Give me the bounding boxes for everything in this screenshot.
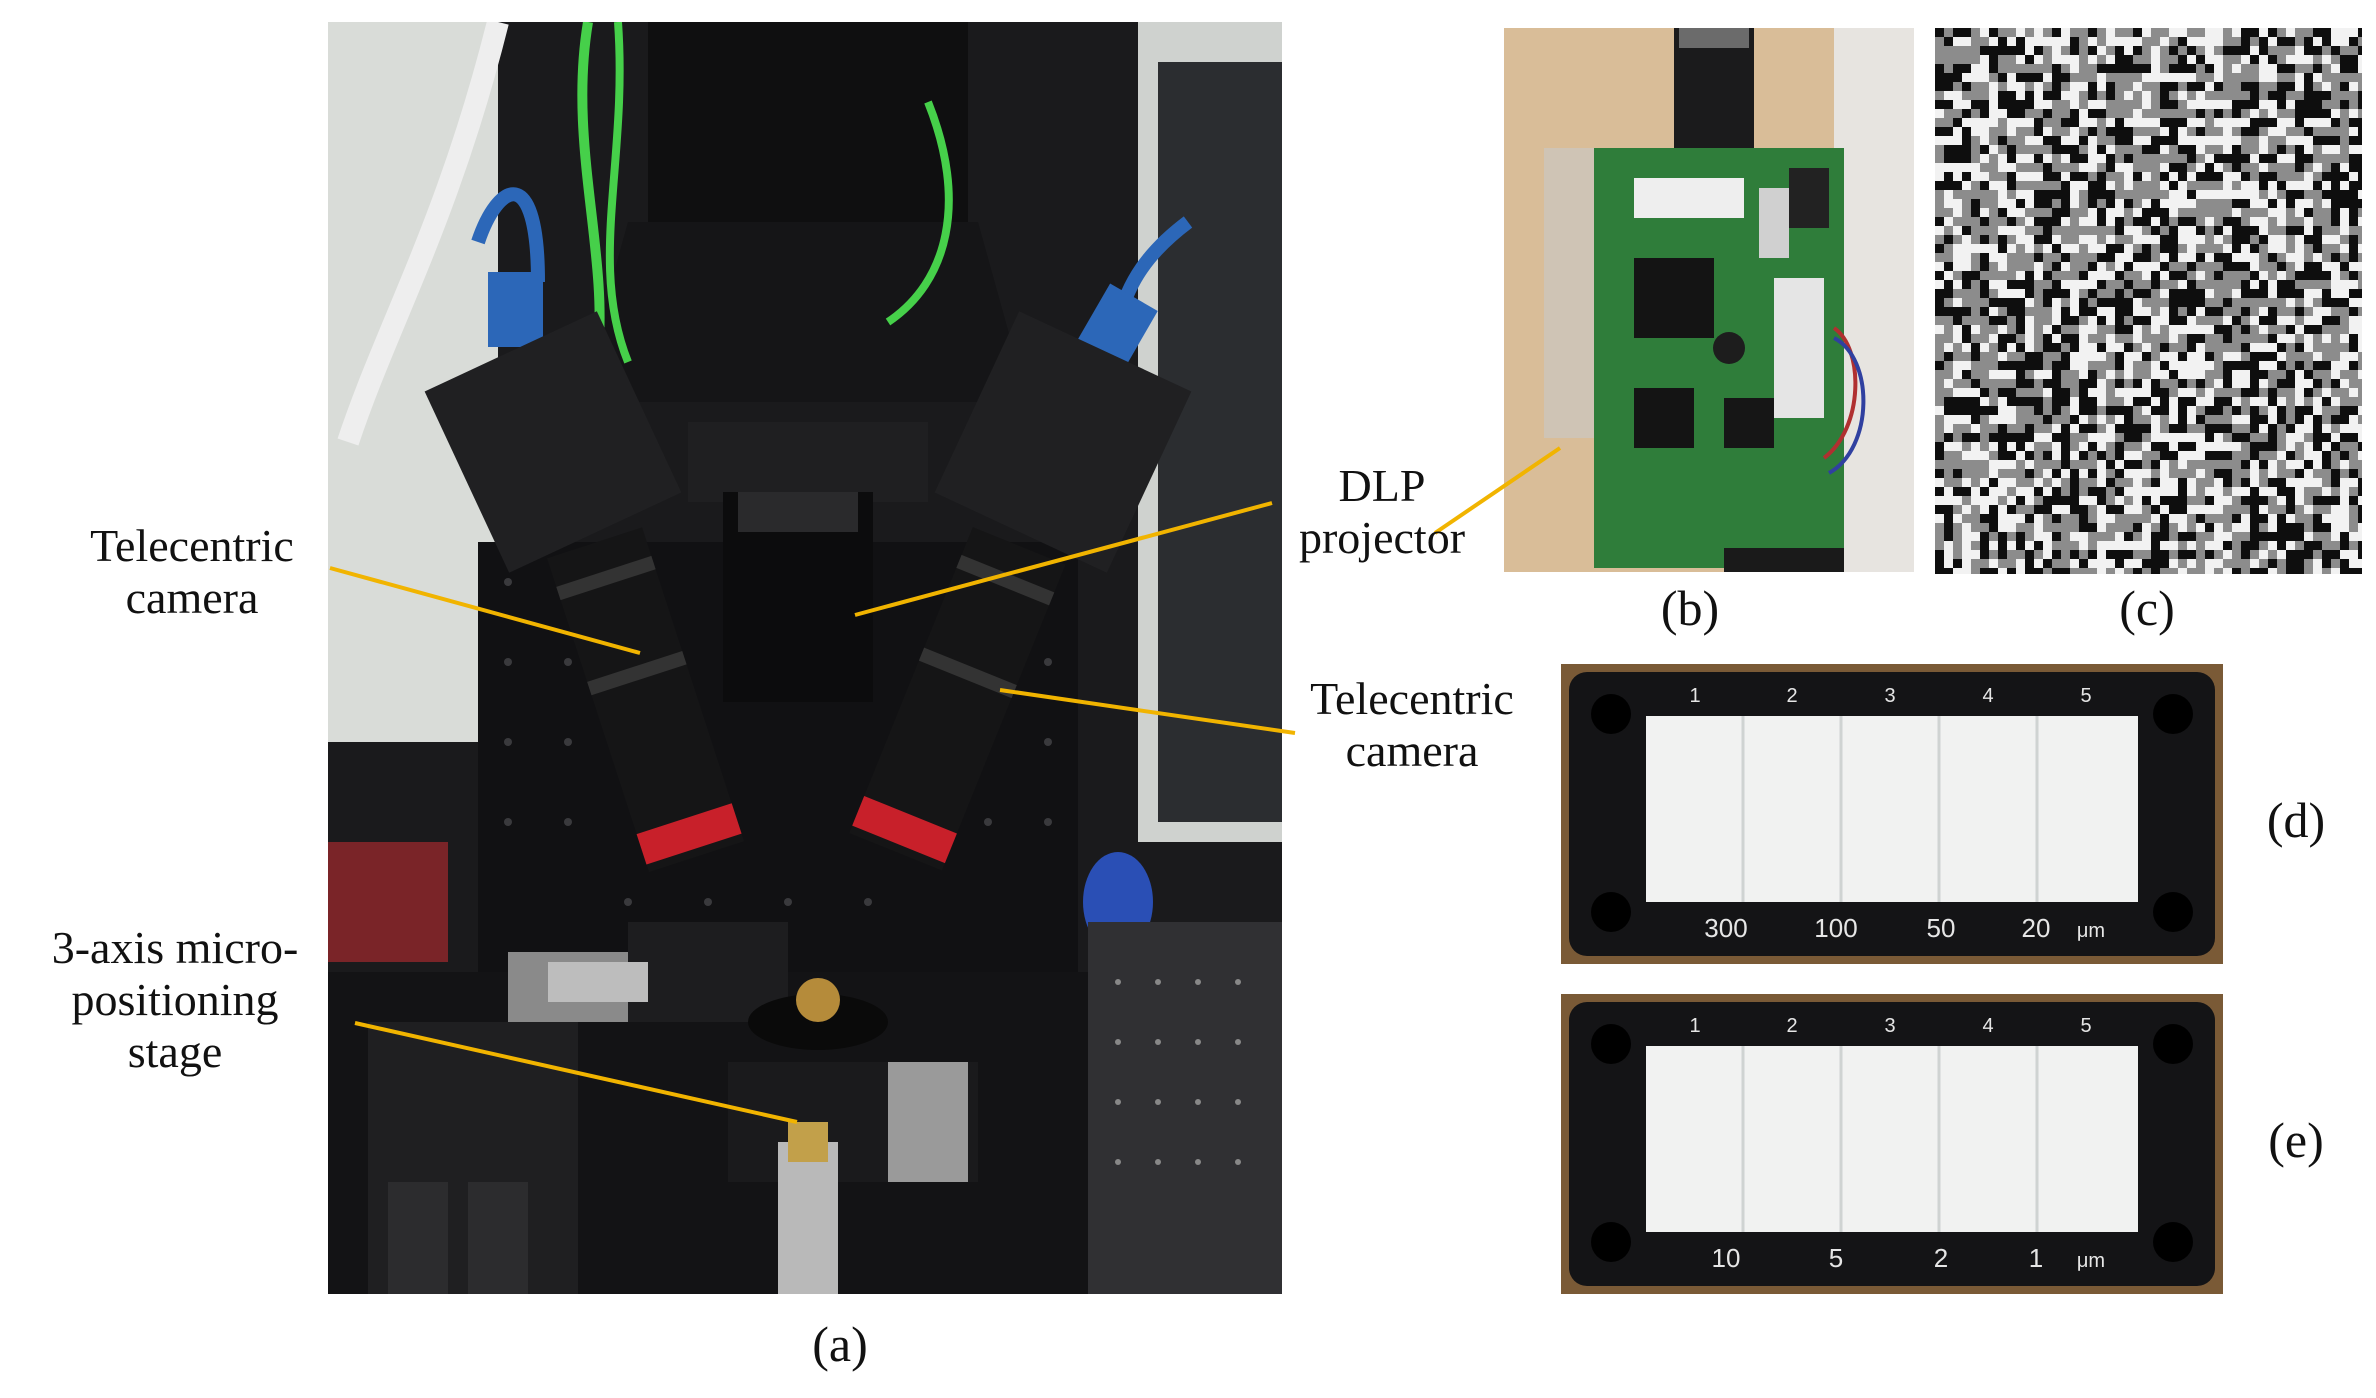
tray-e-bottom-4: 1 [2029,1243,2043,1273]
tray-d-top-1: 1 [1689,685,1700,707]
label-stage: 3-axis micro- positioning stage [10,922,340,1078]
tray-e-top-2: 2 [1786,1015,1797,1037]
callout-right-camera [999,688,1296,735]
label-dlp-projector: DLP projector [1262,460,1502,564]
callout-left-camera [329,566,641,655]
label-telecentric-camera-left-line1: Telecentric [90,520,294,571]
label-telecentric-camera-right-line1: Telecentric [1310,673,1514,724]
tray-d-unit: μm [2077,920,2105,942]
panel-label-b: (b) [1660,580,1720,636]
panel-label-e: (e) [2268,1112,2324,1168]
label-telecentric-camera-left: Telecentric camera [52,520,332,624]
tray-e-top-4: 4 [1982,1015,1993,1037]
sample-tray-d: 1 2 3 4 5 300 100 50 20 μm [1561,664,2223,964]
dlp-board-photo [1504,28,1914,572]
tray-d-top-3: 3 [1884,685,1895,707]
tray-d-top-2: 2 [1786,685,1797,707]
panel-label-d: (d) [2266,792,2326,848]
label-dlp-projector-line1: DLP [1338,460,1426,511]
speckle-pattern [1935,28,2362,574]
label-telecentric-camera-right: Telecentric camera [1272,673,1552,777]
panel-label-c: (c) [2119,580,2175,636]
callout-dlp-lens [854,501,1273,617]
tray-e-bottom-2: 5 [1829,1243,1843,1273]
tray-e-bottom-1: 10 [1712,1243,1741,1273]
label-telecentric-camera-left-line2: camera [125,572,259,623]
callout-stage [354,1021,798,1124]
label-stage-line1: 3-axis micro- [51,922,299,973]
setup-photo [328,22,1282,1294]
tray-d-top-5: 5 [2080,685,2091,707]
tray-e-unit: μm [2077,1250,2105,1272]
tray-e-bottom-3: 2 [1934,1243,1948,1273]
label-stage-line2: positioning [71,974,279,1025]
tray-e-top-1: 1 [1689,1015,1700,1037]
tray-d-bottom-2: 100 [1814,913,1857,943]
label-stage-line3: stage [127,1026,223,1077]
tray-e-top-5: 5 [2080,1015,2091,1037]
tray-d-bottom-4: 20 [2022,913,2051,943]
tray-d-top-4: 4 [1982,685,1993,707]
tray-d-bottom-1: 300 [1704,913,1747,943]
label-dlp-projector-line2: projector [1298,512,1466,563]
label-telecentric-camera-right-line2: camera [1345,725,1479,776]
panel-label-a: (a) [812,1316,868,1372]
callout-dlp-board [1433,446,1562,535]
tray-e-top-3: 3 [1884,1015,1895,1037]
sample-tray-e: 1 2 3 4 5 10 5 2 1 μm [1561,994,2223,1294]
tray-d-bottom-3: 50 [1927,913,1956,943]
